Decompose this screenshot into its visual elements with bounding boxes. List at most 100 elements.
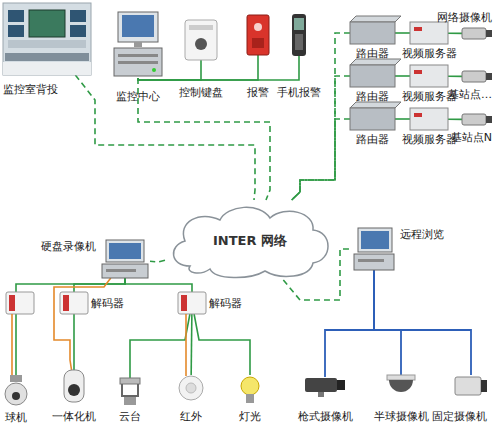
network-link	[292, 33, 350, 200]
network-camera: 网络摄像机	[462, 26, 492, 41]
console-desk	[5, 53, 89, 61]
control-keyboard: 控制键盘	[185, 20, 217, 60]
wall-main-screen	[29, 10, 65, 37]
infrared-icon	[179, 376, 203, 400]
server-led	[414, 27, 422, 31]
device-label: 手机报警	[277, 86, 321, 99]
device-label: 解码器	[91, 297, 124, 310]
phone-keys	[295, 34, 303, 50]
device-label: 云台	[119, 410, 141, 423]
chassis-slot	[118, 54, 158, 57]
device-label: 控制键盘	[179, 86, 223, 99]
video-wall-photo	[3, 3, 91, 75]
server-led	[414, 70, 422, 74]
cable-link	[448, 118, 462, 120]
device-label: 基站点N	[451, 131, 492, 144]
monitor-center: 监控中心	[112, 10, 164, 78]
monitor-screen	[361, 231, 389, 249]
fixed-camera-icon	[455, 377, 481, 395]
cable-link	[325, 270, 374, 377]
room-floor	[3, 62, 91, 75]
network-camera-icon	[462, 114, 486, 125]
device-label: 半球摄像机	[374, 410, 429, 423]
dome-camera-icon	[5, 383, 27, 405]
control-keyboard-icon	[185, 20, 217, 60]
device-label: 监控中心	[116, 90, 160, 103]
device-label: 视频服务器	[402, 47, 457, 60]
monitor-stand	[134, 42, 142, 47]
device-label: 解码器	[209, 297, 242, 310]
server-led	[414, 113, 422, 117]
video-server-icon	[410, 108, 448, 130]
video-server: 视频服务器	[410, 22, 448, 44]
monitor-frame	[118, 12, 158, 42]
router: 路由器	[350, 22, 395, 44]
wall-screen	[8, 25, 24, 37]
remote-browser: 远程浏览	[352, 228, 396, 270]
pan-tilt-bracket	[122, 384, 138, 396]
lamp: 灯光	[240, 375, 260, 403]
phone-alarm: 手机报警	[292, 14, 306, 56]
decoder-icon	[178, 292, 206, 314]
device-label: 路由器	[356, 47, 389, 60]
dvr-chassis	[102, 264, 148, 278]
router-top	[350, 16, 401, 22]
cable-link	[130, 314, 190, 378]
cable-link	[73, 314, 75, 370]
device-label: 枪式摄像机	[298, 410, 353, 423]
device-label: 路由器	[356, 90, 389, 103]
bullet-camera: 枪式摄像机	[305, 377, 345, 397]
alarm-grille	[252, 38, 264, 48]
network-link	[75, 75, 255, 200]
router-icon	[350, 22, 395, 44]
router-icon	[350, 65, 395, 87]
cable-link	[395, 32, 410, 34]
cable-link	[190, 314, 192, 375]
camera-mount	[387, 375, 415, 380]
chassis-slot	[358, 259, 384, 262]
network-label: INTER 网络	[213, 234, 287, 247]
light-bulb-icon	[241, 377, 259, 395]
network-link	[150, 260, 165, 262]
monitor-frame	[358, 228, 392, 252]
decoder-strip	[9, 295, 15, 311]
pan-tilt: 云台	[118, 378, 142, 405]
device-label: 基站点…	[448, 88, 492, 101]
cable-link	[194, 314, 250, 375]
server-chassis	[114, 48, 162, 76]
chassis-slot	[118, 61, 158, 64]
pan-tilt-base	[124, 397, 136, 405]
cable-link	[74, 278, 125, 292]
half-dome-camera: 半球摄像机	[387, 375, 415, 400]
decoder: 解码器	[60, 292, 88, 314]
cloud-shape	[174, 207, 328, 277]
integrated-camera-icon	[64, 370, 84, 402]
wall-screen	[8, 10, 24, 22]
camera-lens	[481, 380, 487, 392]
mobile-phone-icon	[292, 14, 306, 56]
infrared-light: 红外	[178, 375, 204, 401]
bulb-base	[246, 394, 254, 403]
cable-link	[395, 75, 410, 77]
phone-screen	[294, 18, 304, 30]
chassis-slot	[106, 269, 136, 272]
network-camera-icon	[462, 28, 486, 39]
router-icon	[350, 108, 395, 130]
hard-disk-recorder: 硬盘录像机	[100, 240, 150, 278]
camera-mount	[10, 375, 22, 382]
monitor-screen	[122, 15, 154, 37]
device-label: 远程浏览	[400, 228, 444, 241]
device-label: 灯光	[239, 410, 261, 423]
video-server-icon	[410, 22, 448, 44]
device-label: 固定摄像机	[432, 410, 487, 423]
camera-mount	[318, 392, 324, 397]
decoder-strip	[63, 295, 69, 311]
monitor-screen	[109, 243, 141, 259]
cable-link	[54, 278, 111, 370]
decoder-icon	[60, 292, 88, 314]
camera-lens	[68, 384, 80, 396]
alarm-button	[254, 23, 262, 31]
router: 路由器	[350, 108, 395, 130]
cable-link	[374, 270, 401, 375]
